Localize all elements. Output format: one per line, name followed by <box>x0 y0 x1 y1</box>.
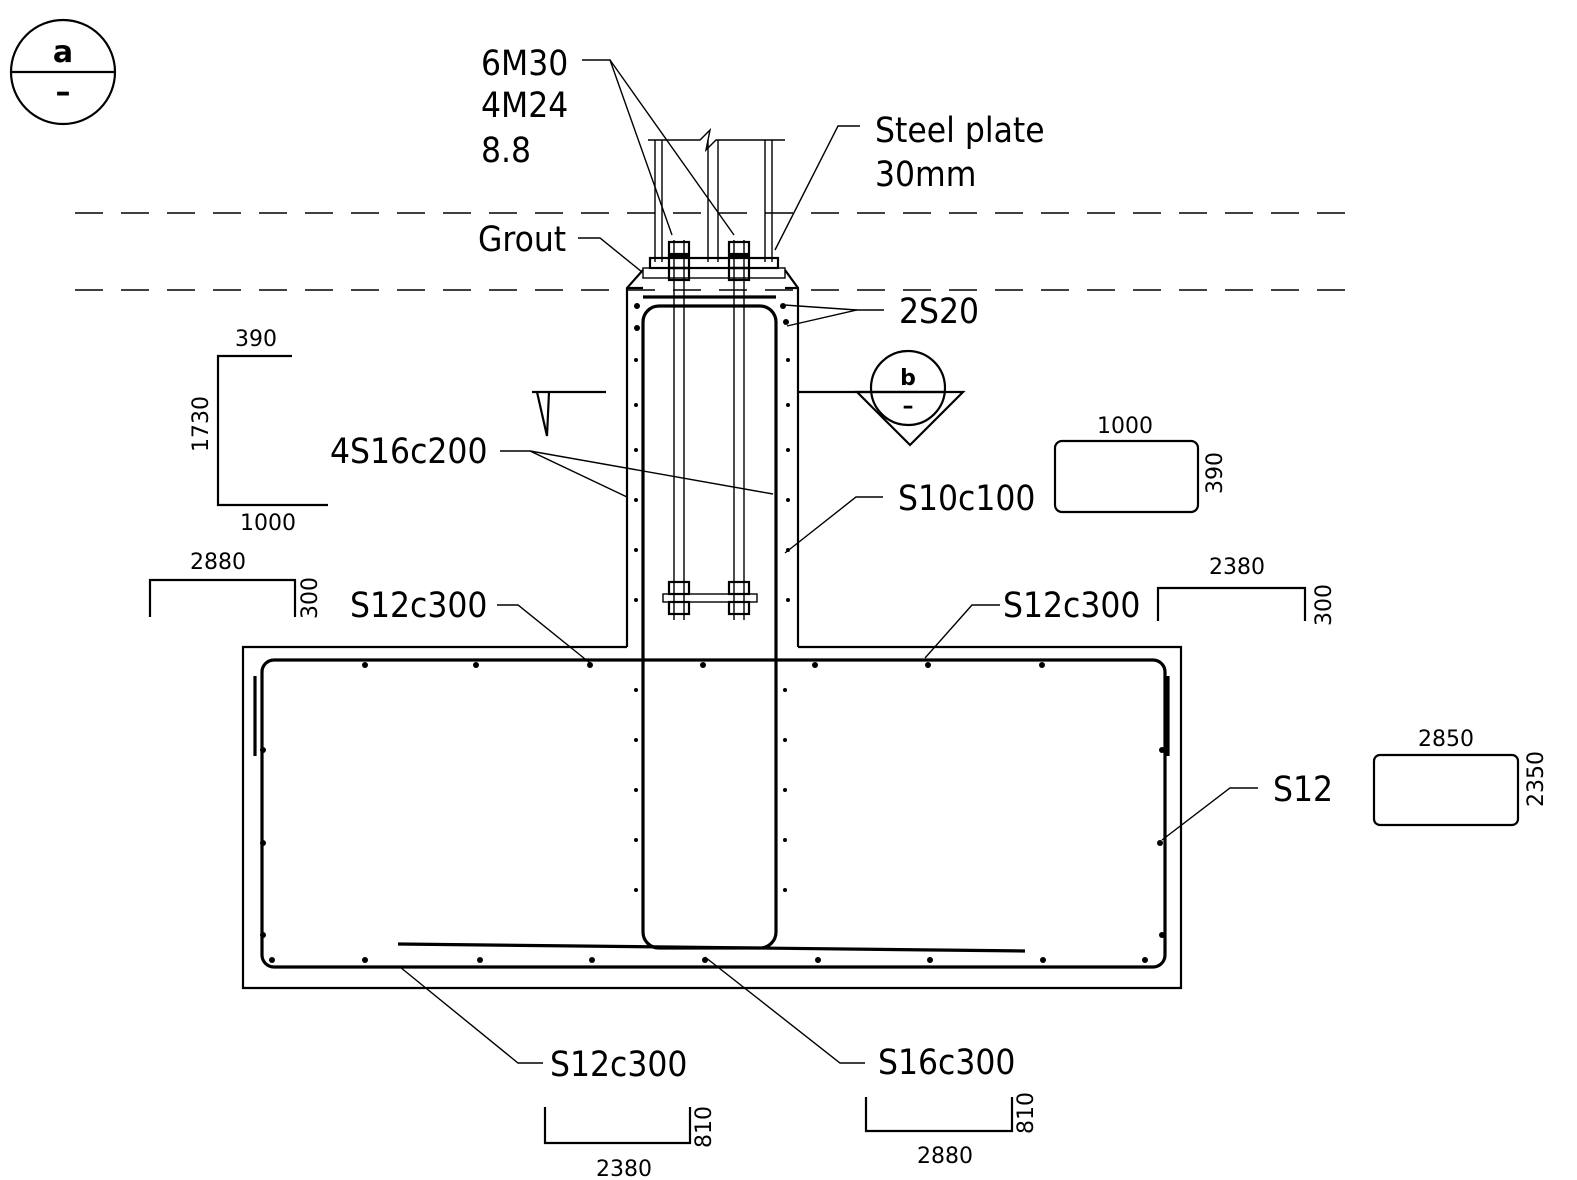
shape-bottom-left: 2380 810 <box>543 1106 717 1180</box>
reinforcement <box>253 295 1170 969</box>
label-bolts-2: 4M24 <box>481 86 568 126</box>
base-plate <box>642 256 786 279</box>
shape-top-right: 2380 300 <box>1156 555 1337 626</box>
leader-lines <box>399 59 1258 1064</box>
shape-column-bar: 390 1730 1000 <box>189 327 328 536</box>
labels: 6M30 4M24 8.8 Steel plate 30mm Grout 2S2… <box>330 44 1333 1085</box>
dim-column-bottom: 1000 <box>240 511 296 536</box>
pedestal <box>625 269 800 647</box>
label-s10c100: S10c100 <box>898 479 1035 519</box>
dim-side-loop-width: 2850 <box>1418 727 1474 752</box>
footing <box>241 645 1183 990</box>
label-bolts-3: 8.8 <box>481 131 531 171</box>
section-mark-b: b – <box>854 349 966 447</box>
label-steel-plate-2: 30mm <box>875 155 976 195</box>
dim-top-right-length: 2380 <box>1209 555 1265 580</box>
dim-top-right-leg: 300 <box>1312 584 1337 626</box>
dim-bottom-left-leg: 810 <box>692 1106 717 1148</box>
label-top-left: S12c300 <box>350 586 487 626</box>
ground-level-symbol <box>532 390 870 437</box>
dim-stirrup-height: 390 <box>1203 452 1228 494</box>
shape-stirrup: 1000 390 <box>1053 414 1228 514</box>
anchor-bolts <box>662 240 758 620</box>
dim-bottom-right-leg: 810 <box>1014 1092 1039 1134</box>
dim-top-left-length: 2880 <box>190 550 246 575</box>
label-top-right: S12c300 <box>1003 586 1140 626</box>
dim-side-loop-height: 2350 <box>1524 751 1549 807</box>
label-bottom-left: S12c300 <box>550 1045 687 1085</box>
dim-column-height: 1730 <box>189 396 214 452</box>
section-mark-a: a – <box>9 18 117 126</box>
label-grout: Grout <box>478 220 566 260</box>
label-bolts-1: 6M30 <box>481 44 568 84</box>
section-mark-b-bottom: – <box>903 394 914 419</box>
shape-bottom-right: 2880 810 <box>864 1092 1039 1169</box>
shape-top-left: 2880 300 <box>148 550 323 619</box>
dim-column-top: 390 <box>235 327 277 352</box>
label-bottom-right: S16c300 <box>878 1043 1015 1083</box>
dim-top-left-leg: 300 <box>298 577 323 619</box>
label-2s20: 2S20 <box>899 292 979 332</box>
dim-bottom-right-length: 2880 <box>917 1144 973 1169</box>
section-mark-a-bottom: – <box>56 75 71 110</box>
dim-bottom-left-length: 2380 <box>596 1157 652 1180</box>
label-s12: S12 <box>1273 770 1333 810</box>
dim-stirrup-width: 1000 <box>1097 414 1153 439</box>
shape-side-loop: 2850 2350 <box>1372 727 1549 827</box>
label-steel-plate-1: Steel plate <box>875 111 1045 151</box>
rebar-dots <box>260 303 1165 963</box>
level-lines <box>75 212 1345 291</box>
steel-column <box>648 127 785 262</box>
label-4s16c200: 4S16c200 <box>330 432 487 472</box>
section-mark-b-top: b <box>900 366 916 391</box>
section-mark-a-top: a <box>53 35 73 70</box>
